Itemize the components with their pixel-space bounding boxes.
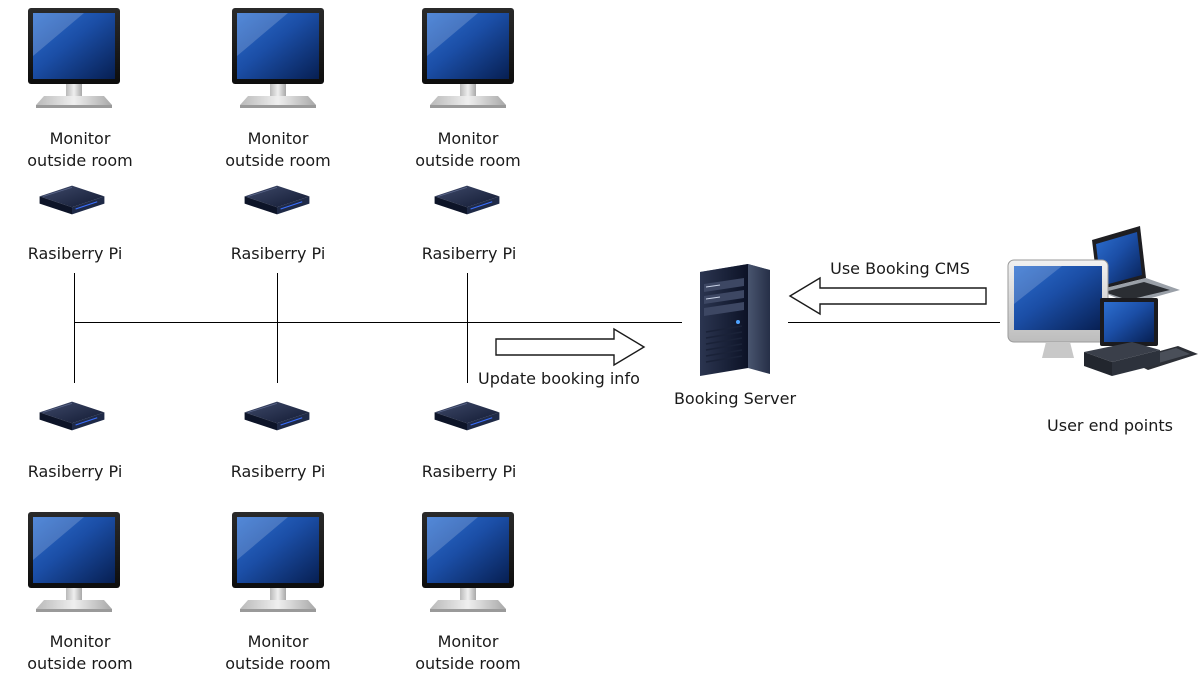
monitor-label-line: Monitor [247, 129, 309, 148]
raspberry-pi-icon [241, 398, 313, 434]
user-endpoints-icon [1000, 220, 1200, 380]
raspberry-pi-label: Rasiberry Pi [230, 244, 326, 263]
monitor-label: Monitor outside room [388, 631, 548, 675]
monitor-label-line: outside room [415, 654, 521, 673]
bus-line [74, 322, 682, 323]
raspberry-pi-icon [241, 182, 313, 218]
pi-link-line [467, 273, 468, 383]
monitor-label-line: outside room [225, 654, 331, 673]
monitor-icon [24, 6, 124, 111]
right-arrow-icon [495, 327, 646, 367]
left-arrow-icon [788, 276, 987, 316]
booking-server-label: Booking Server [673, 389, 797, 408]
monitor-icon [24, 510, 124, 615]
monitor-label-line: Monitor [49, 129, 111, 148]
monitor-label: Monitor outside room [198, 631, 358, 675]
raspberry-pi-icon [36, 398, 108, 434]
server-icon [690, 262, 780, 382]
monitor-icon [228, 510, 328, 615]
use-booking-cms-label: Use Booking CMS [830, 259, 970, 278]
raspberry-pi-label: Rasiberry Pi [230, 462, 326, 481]
monitor-label-line: outside room [415, 151, 521, 170]
monitor-label: Monitor outside room [388, 128, 548, 172]
monitor-label: Monitor outside room [198, 128, 358, 172]
raspberry-pi-icon [431, 182, 503, 218]
monitor-label-line: Monitor [247, 632, 309, 651]
monitor-label: Monitor outside room [0, 128, 160, 172]
pi-link-line [277, 273, 278, 383]
monitor-label-line: Monitor [437, 129, 499, 148]
endpoint-link-line [788, 322, 1000, 323]
monitor-label-line: outside room [27, 654, 133, 673]
monitor-label-line: Monitor [437, 632, 499, 651]
monitor-label-line: outside room [225, 151, 331, 170]
pi-link-line [74, 273, 75, 383]
raspberry-pi-label: Rasiberry Pi [421, 244, 517, 263]
monitor-icon [228, 6, 328, 111]
monitor-icon [418, 6, 518, 111]
raspberry-pi-label: Rasiberry Pi [27, 244, 123, 263]
raspberry-pi-label: Rasiberry Pi [27, 462, 123, 481]
monitor-label-line: outside room [27, 151, 133, 170]
monitor-label-line: Monitor [49, 632, 111, 651]
monitor-label: Monitor outside room [0, 631, 160, 675]
monitor-icon [418, 510, 518, 615]
raspberry-pi-icon [431, 398, 503, 434]
raspberry-pi-icon [36, 182, 108, 218]
user-endpoints-label: User end points [1047, 416, 1173, 435]
update-booking-info-label: Update booking info [478, 369, 640, 388]
raspberry-pi-label: Rasiberry Pi [421, 462, 517, 481]
